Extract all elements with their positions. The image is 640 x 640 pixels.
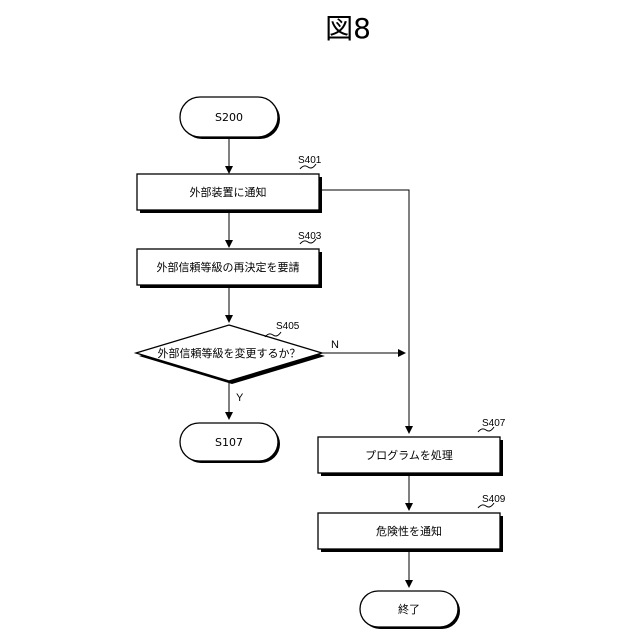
process-s401-label: 外部装置に通知 — [190, 185, 267, 199]
process-s403: 外部信頼等級の再決定を要請 — [137, 249, 322, 288]
decision-s405-ref: S405 — [276, 321, 300, 332]
process-s401-ref: S401 — [298, 155, 322, 166]
end-terminal-label: 終了 — [398, 602, 420, 616]
process-s407-label: プログラムを処理 — [365, 448, 453, 462]
process-s407: プログラムを処理 — [318, 437, 503, 476]
terminal-s107-label: S107 — [215, 436, 243, 449]
process-s403-ref: S403 — [298, 231, 322, 242]
process-s403-label: 外部信頼等級の再決定を要請 — [157, 260, 300, 274]
terminal-s107: S107 — [180, 423, 280, 463]
arrow-s401-to-s407 — [319, 190, 409, 433]
start-terminal-label: S200 — [215, 111, 243, 124]
yes-branch-label: Y — [236, 392, 244, 404]
process-s401: 外部装置に通知 — [137, 174, 322, 213]
process-s409-ref: S409 — [482, 494, 506, 505]
figure-title: 図8 — [325, 12, 371, 45]
process-s407-ref: S407 — [482, 418, 506, 429]
decision-s405: 外部信頼等級を変更するか？ — [136, 325, 325, 384]
end-terminal: 終了 — [360, 591, 460, 629]
process-s409: 危険性を通知 — [318, 513, 503, 552]
process-s409-label: 危険性を通知 — [376, 524, 442, 538]
start-terminal: S200 — [180, 97, 280, 139]
no-branch-label: N — [331, 339, 339, 351]
decision-s405-label: 外部信頼等級を変更するか？ — [158, 346, 301, 360]
